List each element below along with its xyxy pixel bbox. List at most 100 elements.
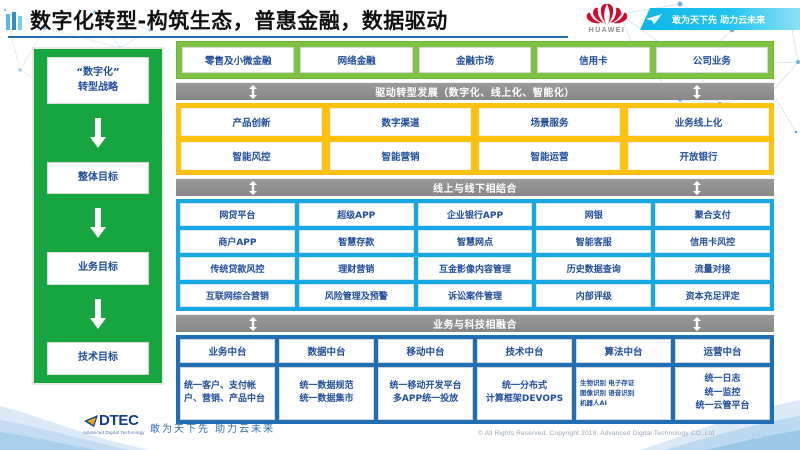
online-cell-enterprise-banking-app[interactable]: 企业银行APP <box>417 203 533 226</box>
platform-body-business[interactable]: 统一客户、支付帐户、营销、产品中台 <box>180 367 275 420</box>
connector-label: 业务与科技相融合 <box>433 320 517 331</box>
paper-plane-icon <box>646 14 662 25</box>
drive-cell-smart-operation[interactable]: 智能运营 <box>479 142 620 170</box>
drive-cell-digital-channel[interactable]: 数字渠道 <box>330 108 471 136</box>
business-cell-financial-market[interactable]: 金融市场 <box>418 47 532 73</box>
double-arrow-icon <box>693 180 701 195</box>
strategy-column: “数字化” 转型战略 整体目标 业务目标 技术目标 <box>32 47 164 385</box>
connector-business-technology-fusion: 业务与科技相融合 <box>176 314 774 332</box>
platform-body-row: 统一客户、支付帐户、营销、产品中台 统一数据规范 统一数据集市 统一移动开发平台… <box>180 367 770 420</box>
double-arrow-icon <box>249 180 257 195</box>
drive-cell-scenario-service[interactable]: 场景服务 <box>479 108 620 136</box>
dtec-wordmark: DTEC <box>99 412 139 429</box>
strategy-line-2: 转型战略 <box>78 81 118 93</box>
platform-header-data[interactable]: 数据中台 <box>279 339 374 363</box>
platform-header-mobile[interactable]: 移动中台 <box>378 339 473 363</box>
online-cell-smart-customer-service[interactable]: 智能客服 <box>536 230 652 253</box>
business-cell-internet-finance[interactable]: 网络金融 <box>300 47 413 73</box>
double-arrow-icon <box>249 316 257 331</box>
platform-body-data[interactable]: 统一数据规范 统一数据集市 <box>279 367 374 420</box>
online-cell-litigation-case-management[interactable]: 诉讼案件管理 <box>417 284 533 307</box>
online-cell-traditional-loan-risk[interactable]: 传统贷款风控 <box>180 257 295 280</box>
online-row-1: 网贷平台 超级APP 企业银行APP 网银 聚合支付 <box>180 203 770 226</box>
architecture-stack: 零售及小微金融 网络金融 金融市场 信用卡 公司业务 驱动转型发展（数字化、线上… <box>176 41 774 424</box>
dtec-logo: DTEC Advanced Digital Technology <box>83 412 145 438</box>
band-drive-capabilities: 产品创新 数字渠道 场景服务 业务线上化 智能风控 智能营销 智能运营 开放银行 <box>176 103 774 175</box>
double-arrow-icon <box>693 316 701 331</box>
platform-body-algorithm-line-2: 图像识别 语音识别 <box>580 389 635 398</box>
huawei-flower-icon <box>586 3 628 25</box>
band-middle-platforms: 业务中台 数据中台 移动中台 技术中台 算法中台 运营中台 统一客户、支付帐户、… <box>176 335 774 424</box>
online-cell-image-content-management[interactable]: 互金影像内容管理 <box>417 257 533 280</box>
connector-online-offline: 线上与线下相结合 <box>176 178 774 196</box>
business-cell-retail-micro-finance[interactable]: 零售及小微金融 <box>182 47 295 73</box>
online-cell-internal-rating[interactable]: 内部评级 <box>536 284 652 307</box>
platform-body-operation[interactable]: 统一日志 统一监控 统一云管平台 <box>675 367 770 420</box>
online-cell-traffic-docking[interactable]: 流量对接 <box>655 257 770 280</box>
drive-cell-product-innovation[interactable]: 产品创新 <box>181 108 322 136</box>
strategy-box-overall-goal[interactable]: 整体目标 <box>47 161 149 195</box>
drive-cell-smart-risk-control[interactable]: 智能风控 <box>181 142 322 170</box>
double-arrow-icon <box>249 84 257 99</box>
strategy-box-technology-goal[interactable]: 技术目标 <box>47 342 149 375</box>
double-arrow-icon <box>693 84 701 99</box>
strategy-line-1: “数字化” <box>76 67 120 78</box>
online-cell-internet-integrated-marketing[interactable]: 互联网综合营销 <box>180 284 295 307</box>
dtec-tagline: Advanced Digital Technology <box>83 430 145 435</box>
online-cell-historical-data-query[interactable]: 历史数据查询 <box>536 257 652 280</box>
down-arrow-icon <box>90 208 106 239</box>
online-cell-smart-branch[interactable]: 智慧网点 <box>417 230 533 253</box>
title-underline <box>8 36 568 38</box>
online-row-3: 传统贷款风控 理财营销 互金影像内容管理 历史数据查询 流量对接 <box>180 257 770 280</box>
online-cell-capital-adequacy-assessment[interactable]: 资本充足评定 <box>655 284 770 307</box>
platform-body-operation-line-1: 统一日志 <box>704 374 741 384</box>
slide-footer: DTEC Advanced Digital Technology 敢为天下先 助… <box>0 395 800 450</box>
down-arrow-icon <box>90 298 106 329</box>
business-cell-corporate-business[interactable]: 公司业务 <box>655 47 769 73</box>
online-cell-internet-banking[interactable]: 网银 <box>536 203 652 226</box>
online-row-4: 互联网综合营销 风险管理及预警 诉讼案件管理 内部评级 资本充足评定 <box>180 284 770 307</box>
platform-header-business[interactable]: 业务中台 <box>180 339 275 363</box>
slogan-text: 敢为天下先 助力云未来 <box>672 15 766 26</box>
strategy-box-business-goal[interactable]: 业务目标 <box>47 252 149 285</box>
drive-cell-open-banking[interactable]: 开放银行 <box>628 142 769 170</box>
platform-body-operation-line-3: 统一云管平台 <box>695 401 750 411</box>
platform-header-row: 业务中台 数据中台 移动中台 技术中台 算法中台 运营中台 <box>180 339 770 363</box>
online-cell-aggregate-payment[interactable]: 聚合支付 <box>655 203 770 226</box>
page-number: 10 <box>749 427 764 442</box>
huawei-wordmark: HUAWEI <box>588 27 626 34</box>
platform-body-data-line-1: 统一数据规范 <box>299 380 354 391</box>
platform-body-mobile[interactable]: 统一移动开发平台 多APP统一投放 <box>378 367 473 420</box>
online-cell-smart-deposit[interactable]: 智慧存款 <box>298 230 414 253</box>
platform-body-mobile-line-2: 多APP统一投放 <box>392 394 459 405</box>
strategy-box-digital-transformation[interactable]: “数字化” 转型战略 <box>47 57 149 104</box>
online-cell-merchant-app[interactable]: 商户APP <box>180 230 295 253</box>
platform-header-algorithm[interactable]: 算法中台 <box>576 339 671 363</box>
online-row-2: 商户APP 智慧存款 智慧网点 智能客服 信用卡风控 <box>180 230 770 253</box>
copyright-text: © All Rights Reserved. Copyright 2019, A… <box>478 430 715 437</box>
business-cell-credit-card[interactable]: 信用卡 <box>537 47 650 73</box>
platform-header-operation[interactable]: 运营中台 <box>675 339 770 363</box>
band-online-offline-systems: 网贷平台 超级APP 企业银行APP 网银 聚合支付 商户APP 智慧存款 智慧… <box>176 199 774 311</box>
online-cell-wealth-marketing[interactable]: 理财营销 <box>298 257 414 280</box>
slide-header: 数字化转型-构筑生态，普惠金融，数据驱动 HUAWEI 敢为天下先 助力云未来 <box>0 0 800 40</box>
online-cell-risk-management-warning[interactable]: 风险管理及预警 <box>298 284 414 307</box>
huawei-logo: HUAWEI <box>578 2 636 38</box>
platform-body-algorithm[interactable]: 生物识别 电子存证 图像识别 语音识别 机器人AI <box>576 367 671 420</box>
drive-cell-business-online[interactable]: 业务线上化 <box>628 108 769 136</box>
page-title: 数字化转型-构筑生态，普惠金融，数据驱动 <box>30 9 448 33</box>
platform-body-technology-line-2: 计算框架DEVOPS <box>485 394 564 405</box>
online-cell-credit-card-risk-control[interactable]: 信用卡风控 <box>655 230 770 253</box>
platform-body-technology[interactable]: 统一分布式 计算框架DEVOPS <box>477 367 572 420</box>
platform-body-operation-line-2: 统一监控 <box>704 387 741 398</box>
platform-body-algorithm-line-3: 机器人AI <box>580 399 607 408</box>
band-business-lines: 零售及小微金融 网络金融 金融市场 信用卡 公司业务 <box>176 41 774 79</box>
platform-body-mobile-line-1: 统一移动开发平台 <box>389 380 462 391</box>
drive-row-1: 产品创新 数字渠道 场景服务 业务线上化 <box>181 108 769 136</box>
online-cell-super-app[interactable]: 超级APP <box>298 203 414 226</box>
online-cell-online-lending-platform[interactable]: 网贷平台 <box>180 203 295 226</box>
platform-body-algorithm-line-1: 生物识别 电子存证 <box>580 379 635 388</box>
platform-header-technology[interactable]: 技术中台 <box>477 339 572 363</box>
drive-row-2: 智能风控 智能营销 智能运营 开放银行 <box>181 142 769 170</box>
drive-cell-smart-marketing[interactable]: 智能营销 <box>330 142 471 170</box>
